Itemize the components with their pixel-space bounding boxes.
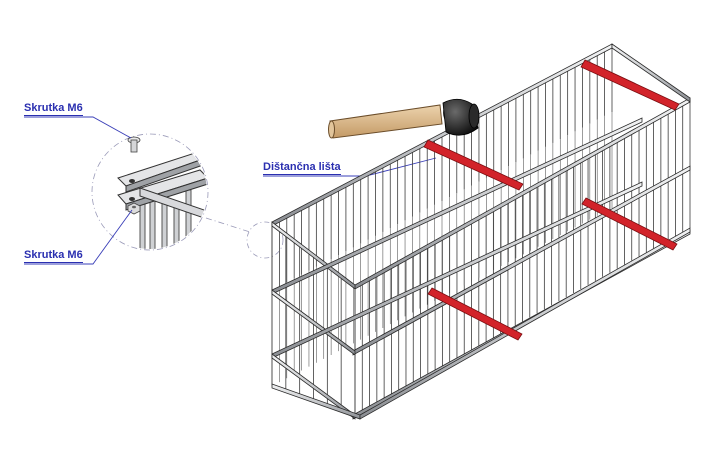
spacer-bar-middle	[581, 197, 678, 251]
bolt-icon	[127, 136, 141, 153]
inset-joint-detail	[117, 151, 207, 249]
label-screw-top: Skrutka M6	[24, 102, 83, 116]
spacer-bars	[423, 59, 680, 341]
rail-far-top	[611, 43, 691, 103]
spacer-bar-lower	[427, 287, 523, 341]
label-screw-bottom: Skrutka M6	[24, 249, 83, 263]
spacer-bar-top-right	[580, 59, 680, 111]
rail-front-bottom	[359, 227, 691, 420]
detail-connector-line	[205, 217, 251, 233]
detail-inset	[91, 133, 209, 251]
rail-end-mid-1	[271, 353, 356, 420]
leader-lines	[24, 116, 437, 265]
label-spacer-bar: Dištančna lišta	[263, 161, 341, 175]
spacer-bar-top-left	[423, 139, 524, 191]
detail-callout-circle	[246, 221, 284, 259]
gabion-cage	[271, 43, 691, 420]
hammer-icon	[328, 98, 480, 139]
